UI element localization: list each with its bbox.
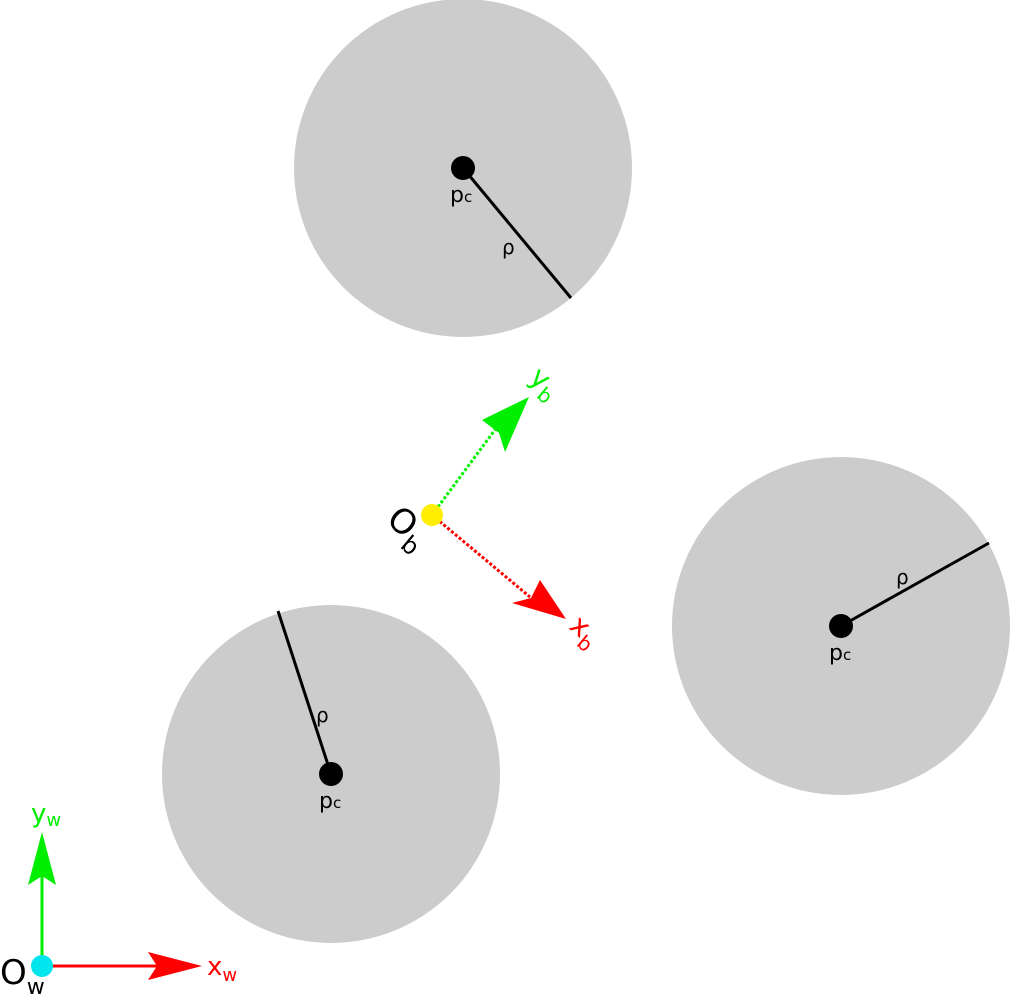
center-label: pc — [450, 183, 472, 208]
body-origin-point — [421, 504, 443, 526]
radius-label: ρ — [316, 703, 329, 727]
body-y-arrowhead — [482, 397, 529, 452]
center-point — [319, 762, 343, 786]
world-frame: Ow xw yw — [0, 799, 237, 998]
body-y-axis — [430, 426, 499, 516]
radius-label: ρ — [502, 235, 515, 259]
world-x-arrowhead — [148, 952, 202, 980]
center-point — [829, 614, 853, 638]
center-point — [451, 156, 475, 180]
world-origin-label: Ow — [0, 953, 45, 998]
body-x-axis — [431, 513, 531, 599]
radius-line — [276, 610, 333, 775]
world-x-label: xw — [207, 952, 237, 986]
center-label: pc — [829, 641, 851, 666]
world-y-arrowhead — [28, 832, 56, 885]
obstacle-3: pc ρ — [162, 605, 500, 943]
world-y-label: yw — [31, 799, 61, 831]
radius-label: ρ — [896, 565, 909, 589]
world-origin-point — [31, 955, 53, 977]
obstacle-2: pc ρ — [672, 457, 1010, 795]
obstacle-1: pc ρ — [294, 0, 632, 337]
body-x-label: xb — [560, 608, 607, 657]
center-label: pc — [319, 789, 341, 814]
radius-line — [461, 167, 573, 299]
radius-line — [840, 541, 990, 628]
body-frame: Ob xb yb — [379, 360, 607, 657]
body-x-arrowhead — [512, 580, 566, 619]
